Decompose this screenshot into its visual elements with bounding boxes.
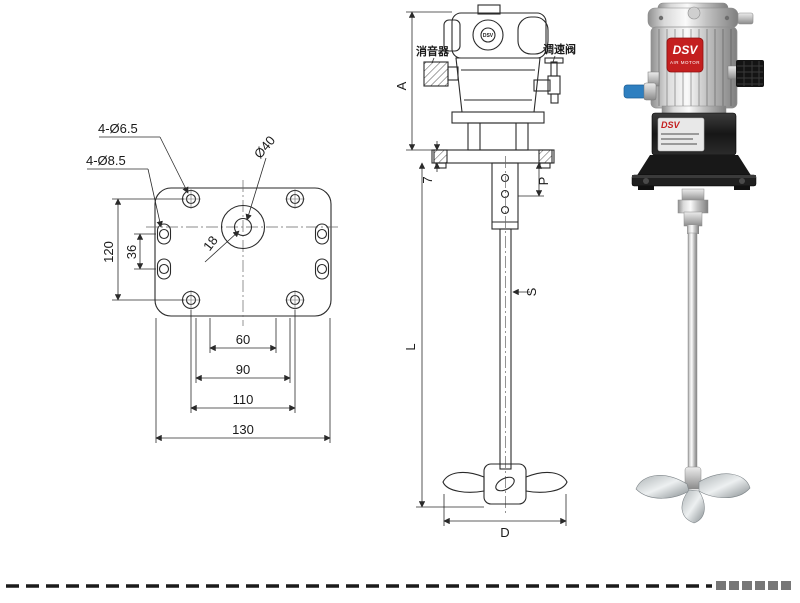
flange-bolt: [739, 178, 745, 184]
dim-label-60: 60: [236, 332, 250, 347]
dim-label-A: A: [394, 81, 409, 90]
propeller-hub-photo: [684, 466, 702, 490]
dim-label-large-holes: 4-Ø8.5: [86, 153, 126, 168]
dim-label-120: 120: [101, 241, 116, 263]
valve-label: 调速阀: [543, 42, 576, 56]
flange-foot: [734, 186, 750, 190]
cap-bolt: [658, 15, 664, 21]
chuck-collar: [687, 225, 699, 234]
flange-highlight: [632, 175, 756, 178]
bottom-border: [6, 581, 791, 590]
dim-label-7: 7: [420, 176, 435, 183]
chuck-body: [683, 211, 703, 227]
flange-pyramid: [636, 155, 752, 177]
dim-label-110: 110: [233, 392, 254, 407]
shaft-photo: [687, 232, 698, 472]
plate-dimensions: [87, 136, 331, 443]
inlet-nut: [643, 82, 657, 101]
plate-centerlines: [146, 180, 340, 326]
propeller-blade-left: [635, 475, 690, 499]
elevation-view: [423, 4, 568, 514]
sticker-text-lines: [661, 133, 699, 145]
motor-body: [455, 57, 541, 113]
dim-label-S: S: [524, 287, 539, 296]
coupling-block: [491, 162, 519, 230]
muffler-label: 消音器: [416, 44, 450, 58]
center-bore: [220, 204, 266, 250]
dim-label-P: P: [536, 177, 551, 186]
propeller-blade-right: [698, 473, 751, 499]
mounting-stack: [431, 111, 555, 169]
side-slot-holes: [156, 223, 330, 280]
shaft-outline: [499, 228, 512, 470]
chuck-nut: [677, 199, 709, 214]
elevation-labels: 消音器 调速阀 DSV A 7 P S L D: [394, 33, 576, 540]
air-motor-outline: [443, 4, 549, 59]
chuck-top: [681, 188, 705, 202]
motor-top-hub: [687, 6, 701, 20]
muffler-grid: [736, 60, 764, 87]
flange-bolt: [643, 178, 649, 184]
muffler-part: [423, 61, 459, 87]
dim-label-130: 130: [232, 422, 254, 437]
elevation-dimensions: [406, 11, 567, 526]
brand-text: DSV: [673, 43, 699, 57]
plate-dimension-labels: 4-Ø6.5 4-Ø8.5 Ø40 18 120 36 60 90 110 13…: [86, 121, 278, 437]
propeller-outline: [442, 463, 568, 505]
speed-valve-part: [533, 57, 564, 104]
flange-foot: [638, 186, 654, 190]
brand-plate: [666, 37, 704, 73]
propeller-blade-front: [681, 489, 705, 524]
watermark-text-smudge: [716, 581, 791, 590]
dim-label-36: 36: [124, 245, 139, 259]
dim-label-small-holes: 4-Ø6.5: [98, 121, 138, 136]
dim-label-L: L: [403, 343, 418, 350]
cap-bolt: [724, 15, 730, 21]
brand-sub-text: AIR MOTOR: [670, 60, 700, 65]
dim-label-90: 90: [236, 362, 250, 377]
side-bolt: [737, 12, 754, 25]
dim-label-center-bore: Ø40: [251, 133, 278, 161]
muffler-grid-lines: [737, 61, 763, 86]
sticker-brand-text: DSV: [661, 120, 681, 130]
corner-holes: [181, 189, 305, 310]
plate-top-view: [146, 180, 340, 326]
muffler-nipple: [727, 65, 738, 80]
product-photo: DSV AIR MOTOR DSV: [623, 2, 764, 524]
drawing-logo-text: DSV: [483, 33, 494, 39]
dim-label-D: D: [500, 525, 509, 540]
